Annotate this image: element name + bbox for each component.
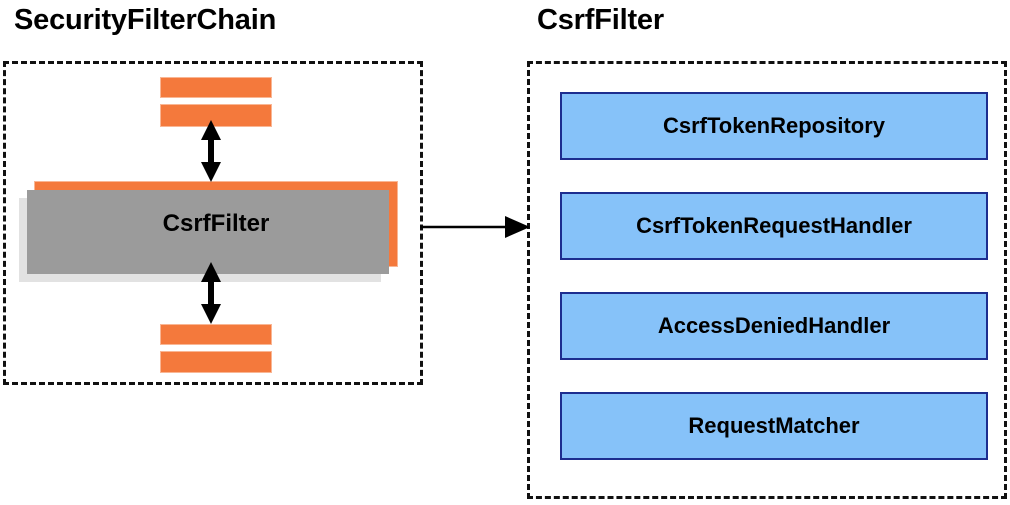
page-title-csrf-filter: CsrfFilter: [537, 4, 664, 36]
collaborator-label: CsrfTokenRequestHandler: [636, 213, 912, 238]
collaborator-node-csrf-token-repository: CsrfTokenRepository: [546, 92, 988, 174]
collaborator-label: CsrfTokenRepository: [662, 113, 886, 138]
filter-bar-above-2: [160, 104, 272, 127]
filter-bar-above-1: [160, 77, 272, 98]
collaborator-label: AccessDeniedHandler: [657, 313, 891, 338]
page-title-security-filter-chain: SecurityFilterChain: [14, 4, 277, 36]
csrf-filter-node: CsrfFilter: [19, 181, 398, 282]
collaborator-node-request-matcher: RequestMatcher: [546, 392, 988, 474]
collaborator-node-access-denied-handler: AccessDeniedHandler: [546, 292, 988, 374]
collaborator-label: RequestMatcher: [688, 413, 860, 438]
expansion-arrow-icon: [420, 216, 530, 238]
double-arrow-up-icon: [201, 120, 221, 182]
filter-bar-below-2: [160, 351, 272, 373]
collaborator-node-csrf-token-request-handler: CsrfTokenRequestHandler: [546, 192, 988, 274]
csrf-filter-group-box: [527, 61, 1007, 499]
double-arrow-down-icon: [201, 262, 221, 324]
security-filter-chain-group-box: [3, 61, 423, 385]
filter-bar-below-1: [160, 324, 272, 345]
csrf-filter-node-label: CsrfFilter: [162, 210, 270, 237]
